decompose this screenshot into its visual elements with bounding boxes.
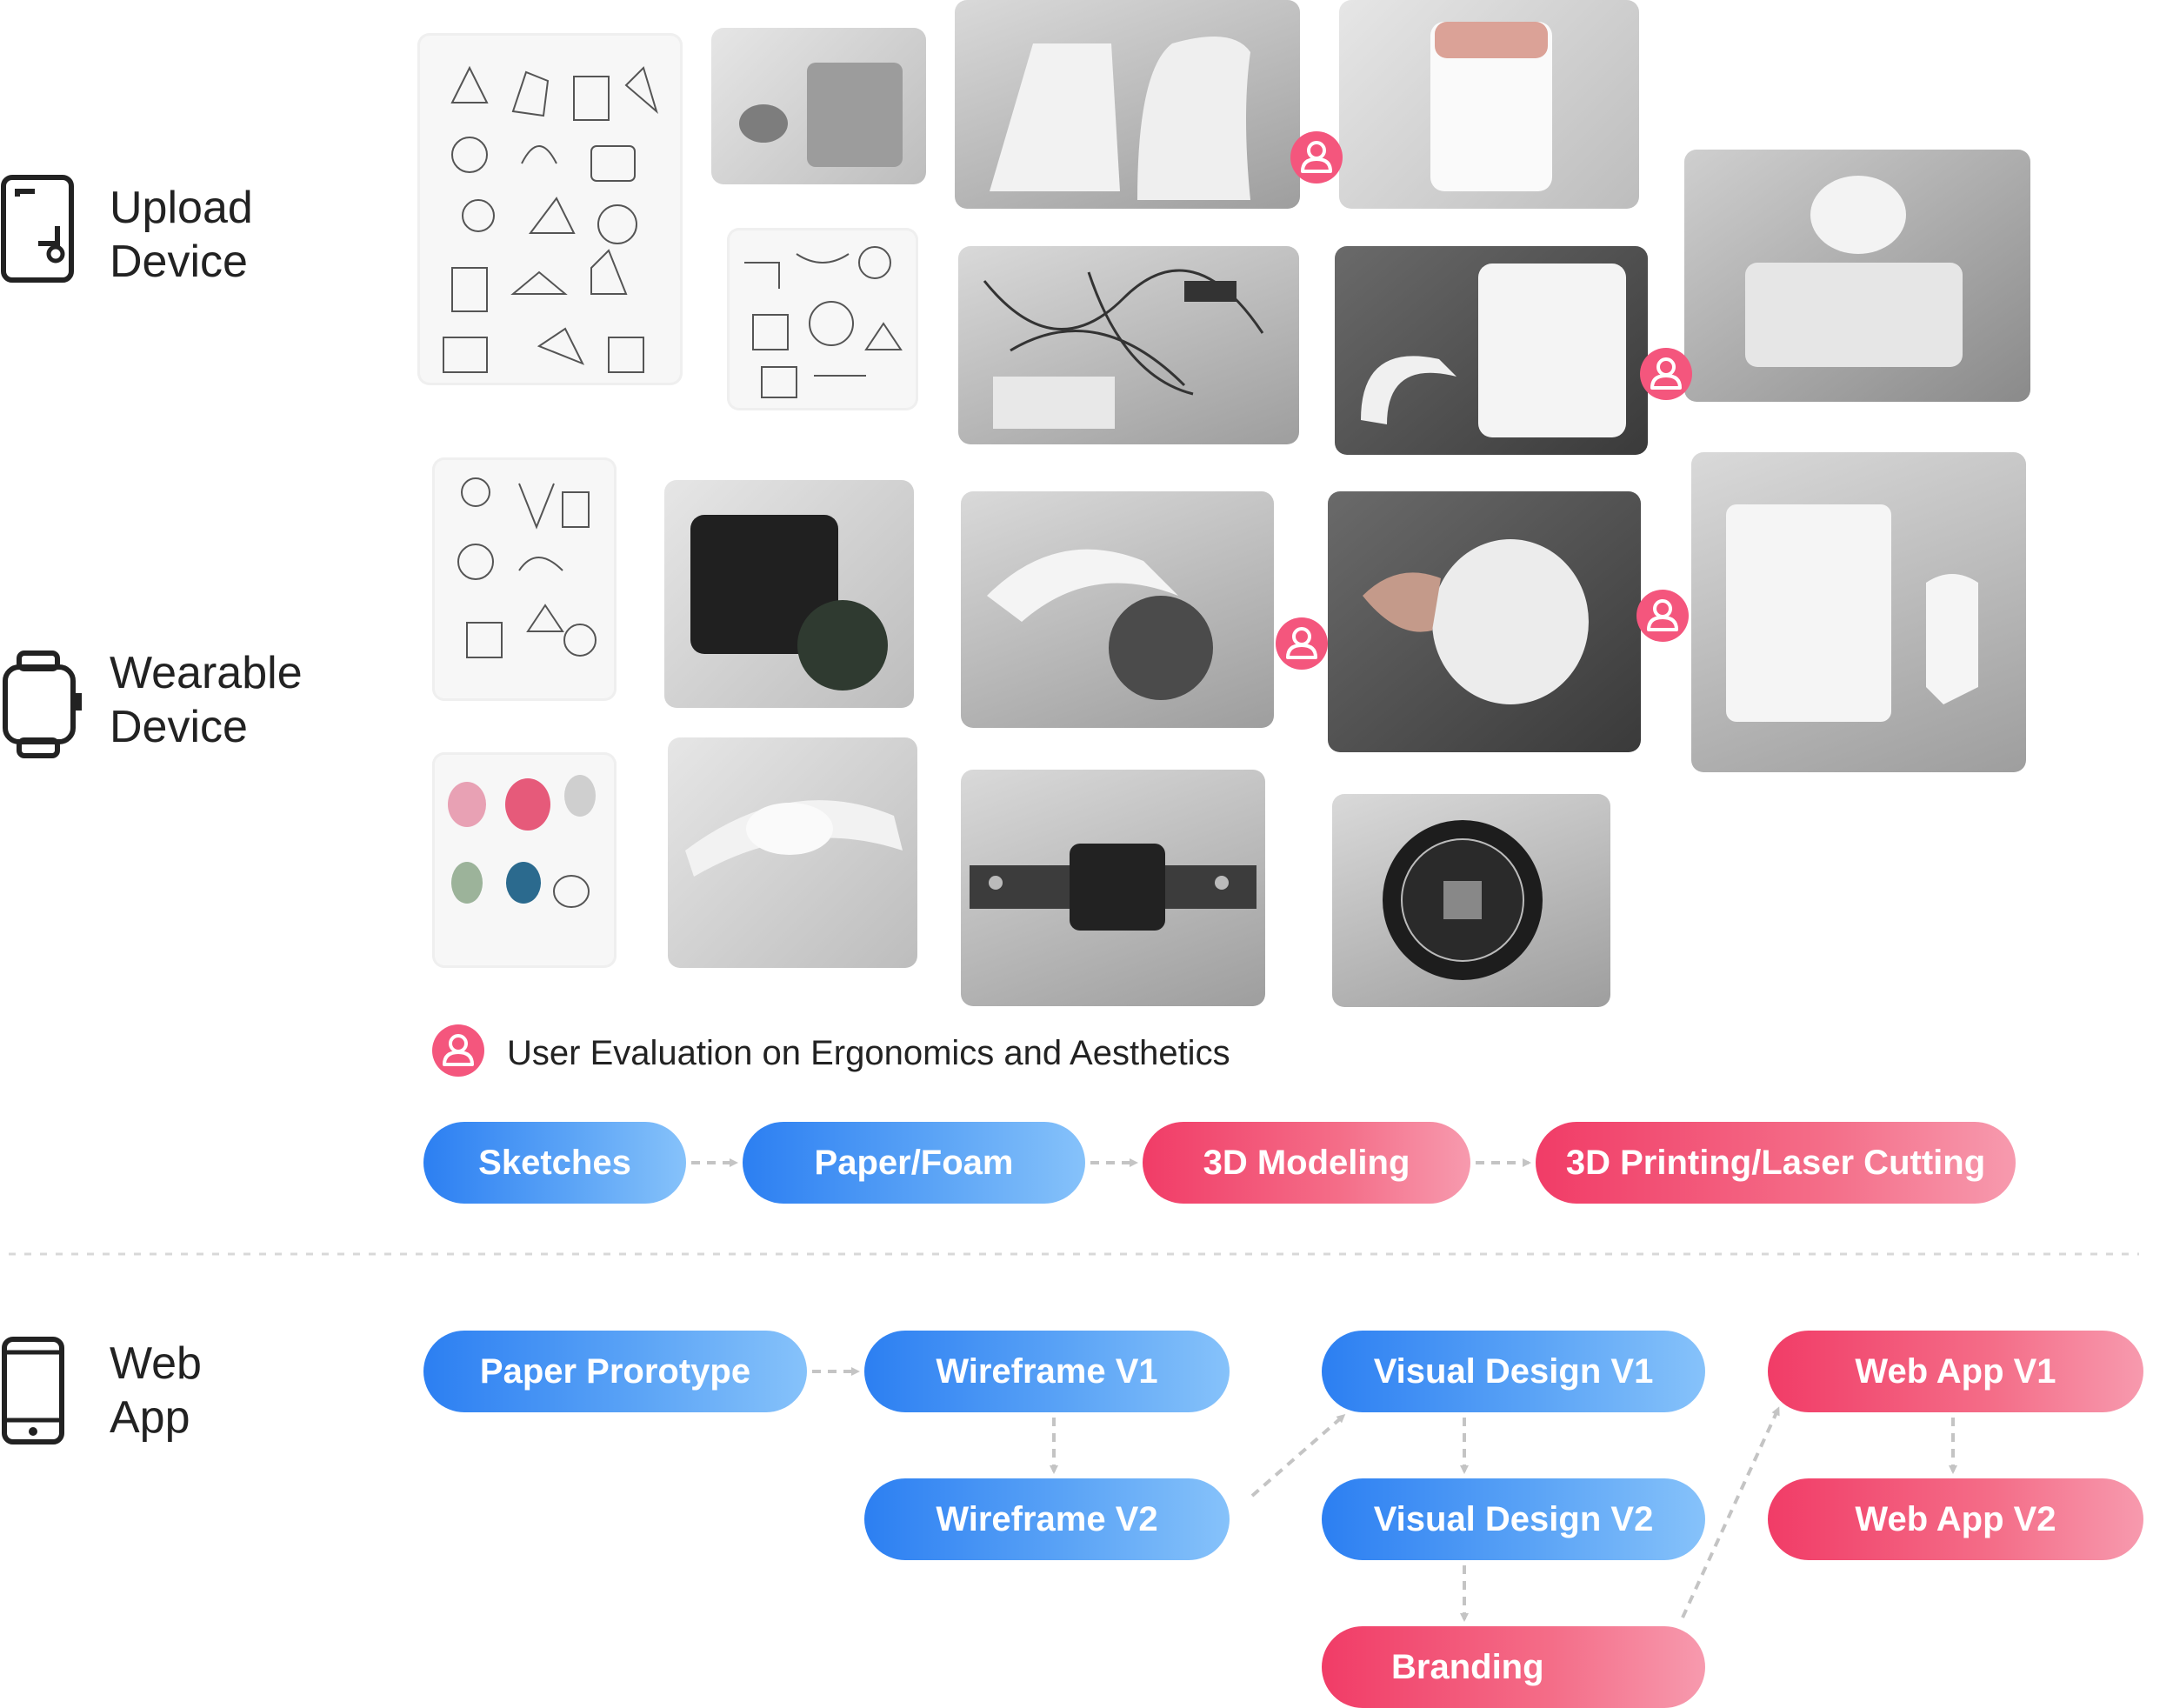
step-branding: Branding — [1322, 1626, 1705, 1708]
step-3d-modeling: 3D Modeling — [1143, 1122, 1470, 1204]
user-evaluation-badge-1 — [1290, 131, 1343, 183]
upload-3d-model-photo — [1339, 0, 1639, 209]
step-sketches: Sketches — [423, 1122, 686, 1204]
step-web-app-v1: Web App V1 — [1768, 1331, 2143, 1412]
upload-printed-photo — [1335, 246, 1648, 455]
user-evaluation-badge-2 — [1640, 348, 1692, 400]
wearable-sketch-photo-1 — [432, 457, 617, 701]
user-icon — [432, 1024, 484, 1077]
user-evaluation-badge-3 — [1276, 617, 1328, 670]
upload-foam-photo — [711, 28, 926, 184]
wearable-pcb-photo — [1332, 794, 1610, 1007]
smartwatch-icon — [3, 651, 82, 758]
step-visual-design-v2: Visual Design V2 — [1322, 1478, 1705, 1560]
step-wireframe-v1: Wireframe V1 — [864, 1331, 1230, 1412]
smartphone-icon — [2, 1337, 64, 1444]
wearable-sketch-photo-2 — [432, 752, 617, 968]
upload-paper-model-photo — [955, 0, 1300, 209]
step-wireframe-v2: Wireframe V2 — [864, 1478, 1230, 1560]
step-visual-design-v1: Visual Design V1 — [1322, 1331, 1705, 1412]
wearable-foam-photo — [664, 480, 914, 708]
upload-breadboard-photo — [958, 246, 1299, 444]
upload-sketch-photo-large — [417, 33, 683, 385]
wearable-3d-model-photo — [668, 737, 917, 968]
wearable-final-photo — [1691, 452, 2026, 772]
user-evaluation-badge-4 — [1636, 590, 1689, 642]
step-paper-foam: Paper/Foam — [743, 1122, 1085, 1204]
wearable-case-photo — [961, 770, 1265, 1006]
step-paper-prototype: Paper Prorotype — [423, 1331, 807, 1412]
wearable-printed-photo — [1328, 491, 1641, 752]
upload-device-icon — [1, 175, 74, 283]
step-web-app-v2: Web App V2 — [1768, 1478, 2143, 1560]
upload-final-photo — [1684, 150, 2030, 402]
step-3d-printing-laser-cutting: 3D Printing/Laser Cutting — [1536, 1122, 2016, 1204]
wearable-strap-photo — [961, 491, 1274, 728]
legend-text: User Evaluation on Ergonomics and Aesthe… — [507, 1034, 1230, 1072]
upload-sketch-photo-small — [727, 228, 918, 410]
